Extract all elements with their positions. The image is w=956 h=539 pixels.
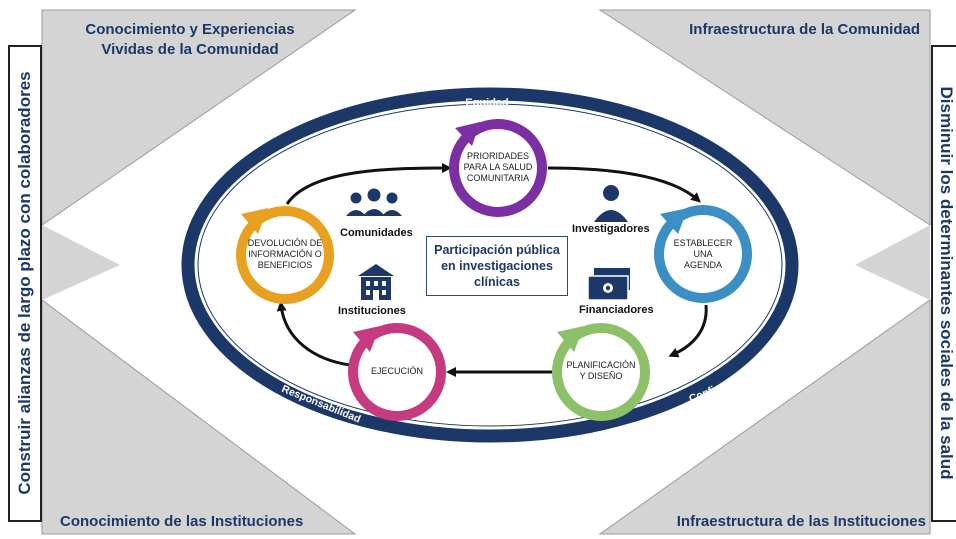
side-label-left: Construir alianzas de largo plazo con co… bbox=[15, 71, 34, 495]
actor-financiadores: Financiadores bbox=[579, 304, 654, 316]
outer-ring-inner-line bbox=[197, 103, 783, 427]
arrow-devolucion-to-prioridades bbox=[285, 163, 452, 205]
panel-bottom-left bbox=[41, 299, 357, 535]
cycle-ejecucion bbox=[348, 323, 446, 421]
person-icon bbox=[594, 185, 628, 222]
panel-top-right bbox=[598, 9, 931, 226]
money-bills-icon bbox=[587, 268, 630, 301]
arrow-ejecucion-to-devolucion bbox=[276, 301, 351, 367]
cycle-label-prioridades: PRIORIDADES PARA LA SALUD COMUNITARIA bbox=[463, 151, 533, 183]
actor-instituciones: Instituciones bbox=[338, 305, 406, 317]
arrow-agenda-to-planificacion bbox=[668, 304, 708, 358]
actor-comunidades: Comunidades bbox=[340, 227, 413, 239]
cycle-prioridades bbox=[449, 119, 547, 217]
side-box-right bbox=[931, 45, 956, 522]
cycle-label-agenda: ESTABLECER UNA AGENDA bbox=[673, 238, 733, 270]
corner-top-right: Infraestructura de la Comunidad bbox=[689, 21, 920, 38]
cycle-devolucion bbox=[236, 206, 334, 304]
building-icon bbox=[358, 264, 394, 300]
cycle-agenda bbox=[654, 205, 752, 303]
cycle-label-devolucion: DEVOLUCIÓN DE INFORMACIÓN O BENEFICIOS bbox=[247, 238, 323, 270]
panel-top-left bbox=[41, 9, 357, 226]
corner-bottom-right: Infraestructura de las Instituciones bbox=[676, 513, 926, 530]
cycle-planificacion bbox=[552, 323, 650, 421]
corner-top-left: Conocimiento y Experiencias Vividas de l… bbox=[85, 21, 295, 58]
center-title: Participación pública en investigaciones… bbox=[434, 243, 560, 289]
group-people-icon bbox=[346, 188, 402, 216]
panel-left-wedge bbox=[42, 225, 120, 300]
cycle-label-ejecucion: EJECUCIÓN bbox=[370, 366, 423, 376]
center-title-box: Participación pública en investigaciones… bbox=[426, 236, 568, 296]
panel-right-wedge bbox=[855, 225, 930, 300]
cycle-label-planificacion: PLANIFICACIÓN Y DISEÑO bbox=[566, 360, 636, 381]
side-label-right: Disminuir los determinantes sociales de … bbox=[937, 86, 956, 480]
corner-bottom-left: Conocimiento de las Instituciones bbox=[60, 513, 304, 530]
actor-investigadores: Investigadores bbox=[572, 223, 650, 235]
panel-bottom-right bbox=[598, 299, 931, 535]
side-box-left bbox=[8, 45, 42, 522]
ring-label-equidad: Equidad bbox=[465, 97, 508, 109]
arrow-prioridades-to-agenda bbox=[547, 166, 701, 203]
